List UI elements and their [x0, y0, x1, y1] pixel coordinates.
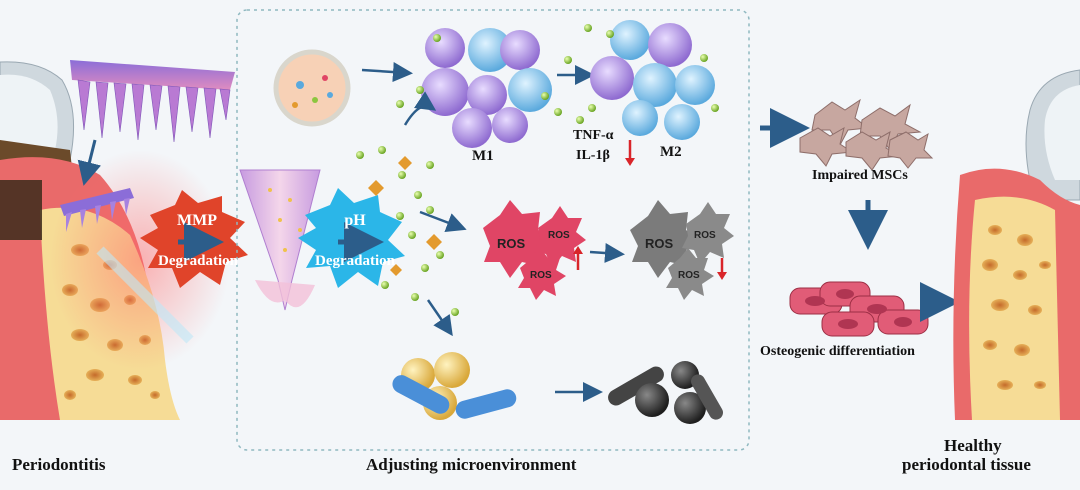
- cytokine-down-arrow-icon: [625, 140, 635, 166]
- ph-label: pH: [344, 212, 366, 229]
- nanoparticle-icon: [273, 49, 351, 127]
- tnf-label: TNF-α: [573, 128, 614, 143]
- ros-label-5: ROS: [694, 230, 716, 241]
- ros-label-1: ROS: [497, 236, 526, 251]
- mmp-label: MMP: [177, 212, 217, 229]
- m1-label: M1: [472, 148, 494, 164]
- healthy-tooth-icon: [953, 69, 1080, 420]
- msc-cell-icon: [799, 98, 934, 171]
- ros-high-icon: [483, 200, 586, 300]
- m1-macrophage-cluster-icon: [421, 28, 552, 148]
- applied-patch-icon: [60, 188, 134, 232]
- adjusting-microenvironment-label: Adjusting microenvironment: [366, 455, 577, 474]
- ros-label-6: ROS: [678, 270, 700, 281]
- ros-label-3: ROS: [530, 270, 552, 281]
- ros-label-4: ROS: [645, 236, 674, 251]
- microenvironment-frame: [236, 9, 750, 451]
- impaired-mscs-label: Impaired MSCs: [812, 168, 908, 183]
- bacteria-icon: [392, 352, 517, 420]
- ph-degradation-label: Degradation: [315, 253, 395, 269]
- ros-low-icon: [630, 200, 734, 300]
- il1b-label: IL-1β: [576, 148, 610, 163]
- ros-label-2: ROS: [548, 230, 570, 241]
- needle-icon: [239, 169, 321, 311]
- osteogenic-label: Osteogenic differentiation: [760, 344, 915, 359]
- mmp-degradation-label: Degradation: [158, 253, 238, 269]
- m2-label: M2: [660, 144, 682, 160]
- osteoblast-icon: [789, 281, 929, 337]
- periodontal-tissue-label: periodontal tissue: [902, 455, 1031, 474]
- mmp-degradation-burst-icon: [140, 190, 248, 288]
- crystal-particles-icon: [368, 156, 442, 276]
- dead-bacteria-icon: [608, 361, 723, 424]
- healthy-label: Healthy: [944, 436, 1002, 455]
- m2-macrophage-cluster-icon: [590, 20, 715, 140]
- ph-degradation-burst-icon: [298, 188, 405, 288]
- antioxidant-beads-icon: [356, 24, 719, 316]
- periodontitis-label: Periodontitis: [12, 455, 106, 474]
- microneedle-patch-icon: [70, 60, 235, 143]
